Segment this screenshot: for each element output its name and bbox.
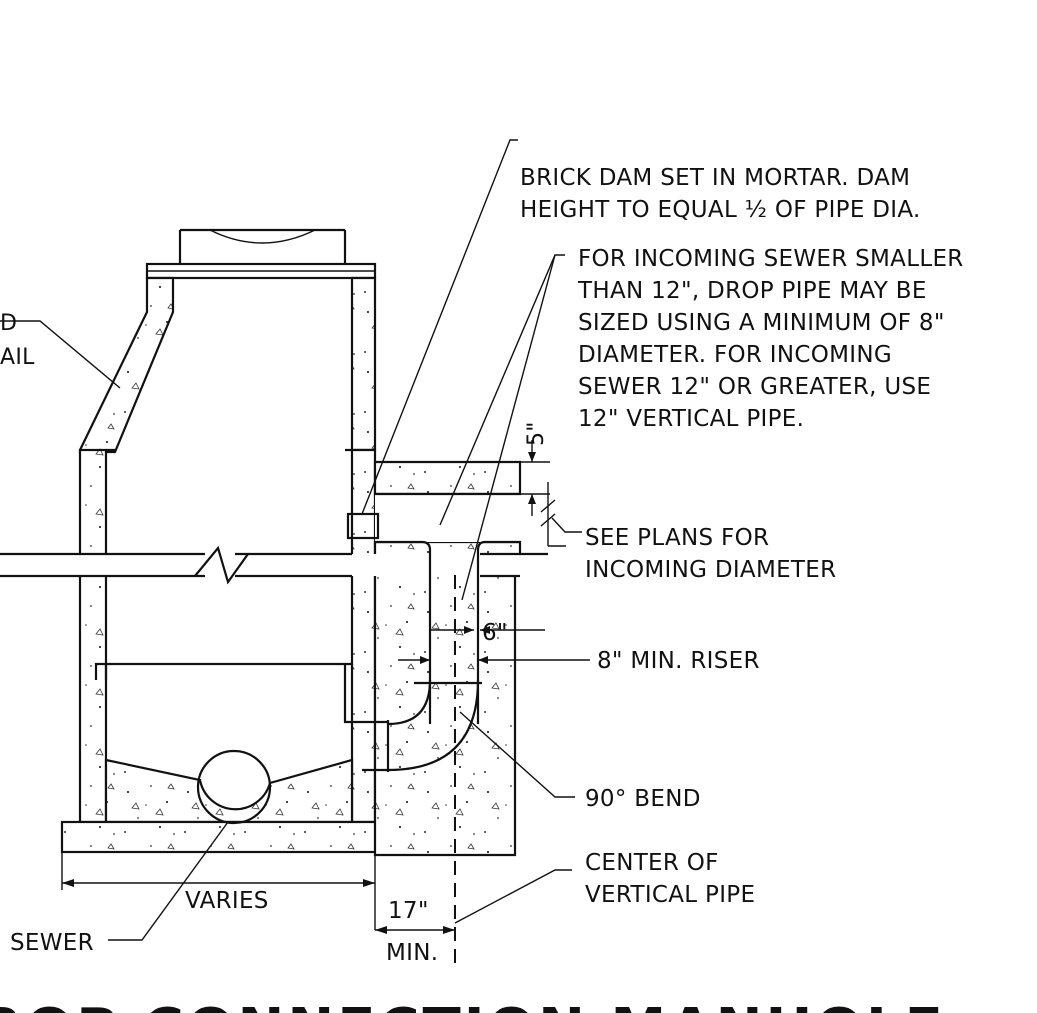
left-note-partial-1: D — [0, 311, 17, 336]
dim-min-label: MIN. — [386, 940, 438, 966]
sewer-label: SEWER — [10, 930, 94, 956]
base-slab — [60, 820, 394, 854]
drop-pipe-note-line-3: SIZED USING A MINIMUM OF 8" — [578, 310, 945, 336]
lower-joint — [94, 662, 362, 724]
drop-pipe-note-line-2: THAN 12", DROP PIPE MAY BE — [577, 278, 927, 304]
dim-riser-gap: 6" — [482, 620, 508, 646]
brick-dam-note-line-1: BRICK DAM SET IN MORTAR. DAM — [520, 165, 910, 191]
left-note-partial-2: AIL — [0, 345, 35, 370]
dim-offset-label: 17" — [388, 898, 429, 924]
manhole-frame-cover — [145, 228, 377, 280]
drop-encasement — [373, 540, 522, 857]
see-plans-note-line-2: INCOMING DIAMETER — [585, 557, 836, 583]
incoming-pipe — [0, 545, 548, 585]
cone-wall-left — [78, 276, 175, 454]
brick-dam — [346, 512, 380, 540]
ninety-degree-bend — [387, 679, 480, 772]
barrel-wall-left — [78, 448, 108, 824]
dimension-varies — [61, 852, 376, 930]
riser-note: 8" MIN. RISER — [597, 648, 760, 674]
center-pipe-note-line-2: VERTICAL PIPE — [585, 882, 755, 908]
leader-lines — [0, 139, 582, 941]
drawing-title: DROP CONNECTION MANHOLE — [0, 997, 946, 1013]
dimension-riser-gap: 6" — [430, 620, 545, 646]
bend-note: 90° BEND — [585, 786, 701, 812]
invert-bench — [104, 758, 354, 824]
dimension-incoming-diameter — [540, 482, 566, 547]
brick-dam-note-line-2: HEIGHT TO EQUAL ½ OF PIPE DIA. — [520, 197, 921, 223]
dimension-riser-leader — [398, 656, 590, 664]
dimension-17-min — [375, 926, 455, 934]
sewer-pipe-section — [196, 749, 272, 825]
drop-pipe-note-line-1: FOR INCOMING SEWER SMALLER — [578, 246, 964, 272]
see-plans-note-line-1: SEE PLANS FOR — [585, 525, 769, 551]
dimension-top-offset: 5" — [520, 421, 550, 516]
cone-wall-right — [350, 276, 377, 452]
dim-top-offset: 5" — [524, 421, 549, 446]
barrel-wall-right — [350, 448, 377, 824]
drop-pipe-note-line-4: DIAMETER. FOR INCOMING — [578, 342, 892, 368]
varies-label: VARIES — [185, 888, 269, 914]
center-pipe-note-line-1: CENTER OF — [585, 850, 719, 876]
drop-pipe-note-line-5: SEWER 12" OR GREATER, USE — [578, 374, 931, 400]
drop-pipe-note-line-6: 12" VERTICAL PIPE. — [578, 406, 804, 432]
drop-riser-pipe — [375, 492, 520, 724]
